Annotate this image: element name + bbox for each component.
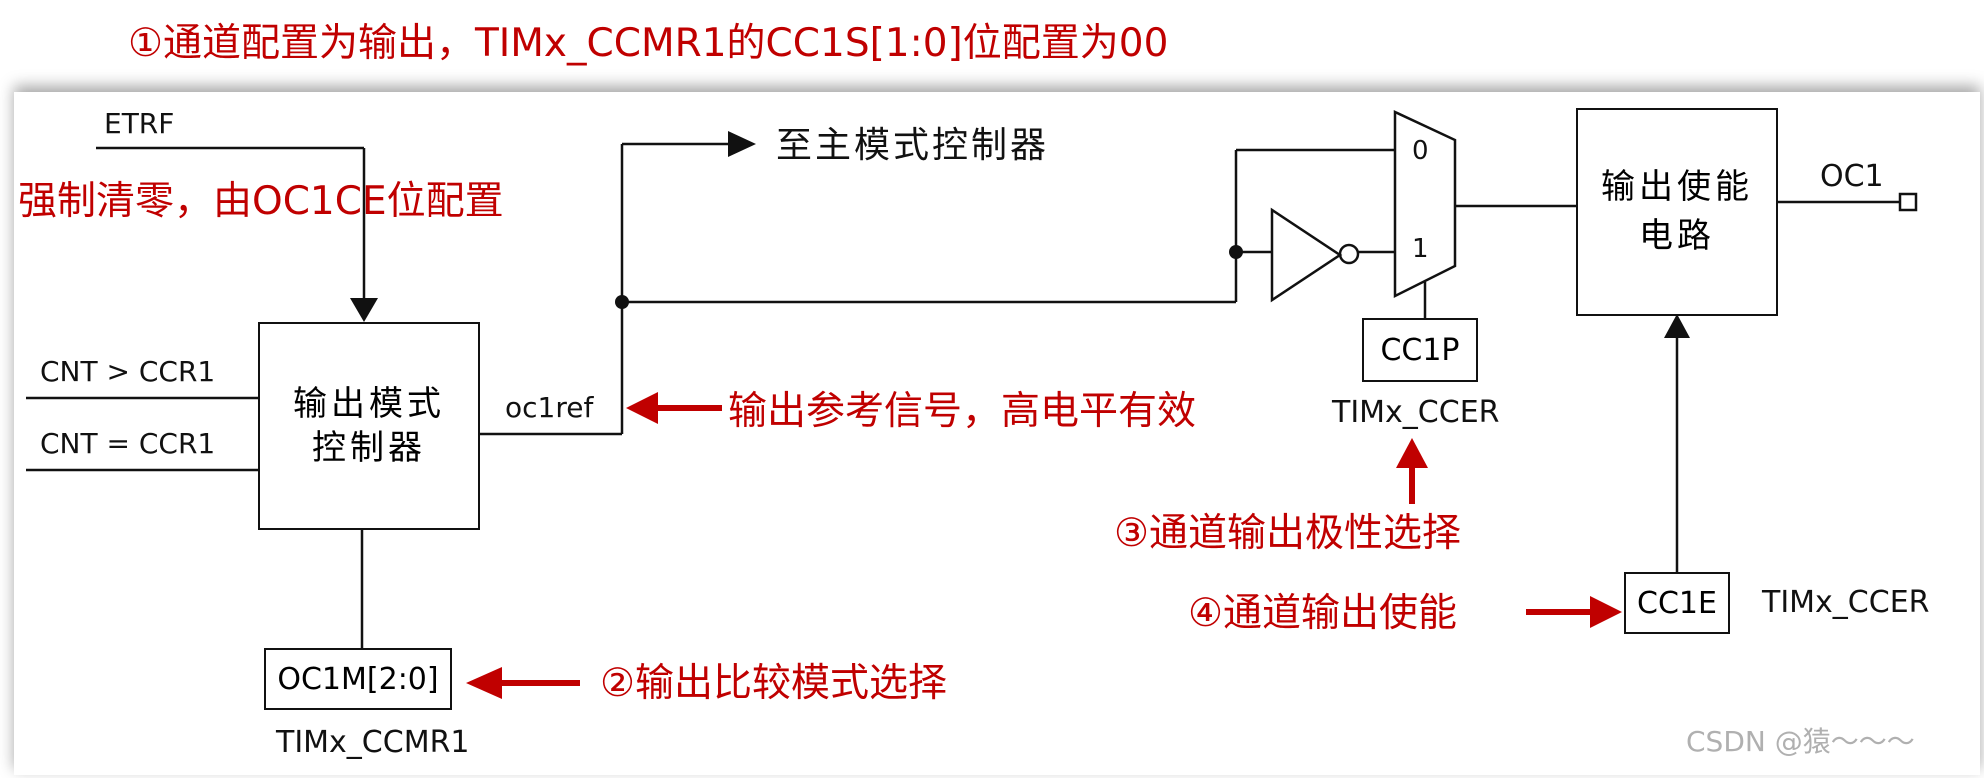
oc1m-register-label: TIMx_CCMR1 <box>276 725 470 760</box>
cc1e-label: CC1E <box>1637 585 1717 621</box>
enable-circuit-line-2: 电路 <box>1639 216 1715 256</box>
output-enable-circuit: 输出使能 电路 <box>1576 108 1778 316</box>
watermark: CSDN @猿～～～ <box>1686 725 1915 758</box>
polarity-annotation: ③通道输出极性选择 <box>1114 511 1461 556</box>
output-mode-controller: 输出模式 控制器 <box>258 322 480 530</box>
oc1m-red-arrowhead <box>466 667 502 699</box>
controller-line-2: 控制器 <box>312 428 426 468</box>
inverter-shape <box>1270 207 1343 303</box>
junction-dot <box>615 295 629 309</box>
junction-dot <box>1229 245 1243 259</box>
mux-input-1: 1 <box>1412 234 1429 264</box>
cc1e-arrowhead <box>1664 314 1690 338</box>
enable-annotation: ④通道输出使能 <box>1188 591 1457 636</box>
oc1m-box: OC1M[2:0] <box>264 648 452 710</box>
mux-shape <box>1393 110 1457 299</box>
oc1-pin <box>1898 192 1918 212</box>
diagram-title: ①通道配置为输出，TIMx_CCMR1的CC1S[1:0]位配置为00 <box>128 21 1169 66</box>
to-master-arrowhead <box>728 131 756 157</box>
cc1p-label: CC1P <box>1380 332 1460 368</box>
oc1-label: OC1 <box>1820 159 1884 194</box>
oc1m-label: OC1M[2:0] <box>277 661 439 697</box>
oc1ref-annotation: 输出参考信号，高电平有效 <box>728 389 1197 434</box>
etrf-arrowhead <box>350 298 378 322</box>
oc1ref-label: oc1ref <box>505 391 594 424</box>
cc1e-box: CC1E <box>1624 572 1730 634</box>
cnt-eq-label: CNT = CCR1 <box>40 427 216 460</box>
enable-red-arrowhead <box>1590 596 1622 628</box>
mux-input-0: 0 <box>1412 136 1429 166</box>
etrf-label: ETRF <box>104 107 175 140</box>
inverter-bubble <box>1338 243 1360 265</box>
cnt-gt-label: CNT > CCR1 <box>40 355 216 388</box>
cc1p-box: CC1P <box>1362 318 1478 382</box>
to-master-label: 至主模式控制器 <box>776 125 1050 166</box>
polarity-red-arrowhead <box>1396 438 1428 468</box>
cc1p-register-label: TIMx_CCER <box>1332 395 1500 430</box>
oc1ref-red-arrowhead <box>626 392 658 424</box>
etrf-annotation: 强制清零，由OC1CE位配置 <box>18 179 504 224</box>
controller-line-1: 输出模式 <box>293 383 445 424</box>
mode-annotation: ②输出比较模式选择 <box>600 661 947 706</box>
cc1e-register-label: TIMx_CCER <box>1762 585 1930 620</box>
enable-circuit-line-1: 输出使能 <box>1601 166 1753 207</box>
